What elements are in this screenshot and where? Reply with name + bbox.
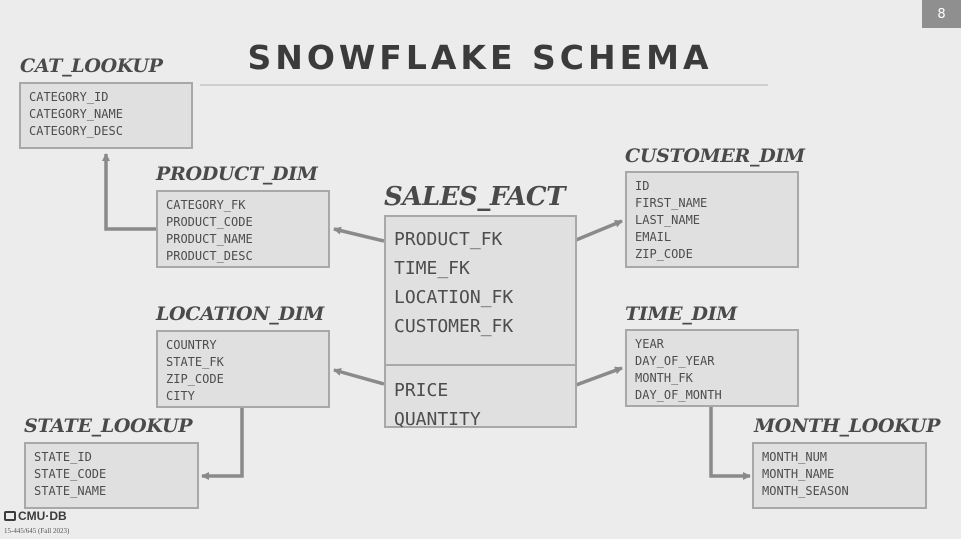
sales-fact-table: PRODUCT_FK TIME_FK LOCATION_FK CUSTOMER_…: [384, 215, 577, 430]
arrow-fact-to-product: [333, 226, 385, 243]
product-dim-table: CATEGORY_FK PRODUCT_CODE PRODUCT_NAME PR…: [156, 190, 330, 268]
customer-dim-title: CUSTOMER_DIM: [625, 145, 805, 167]
arrow-product-to-cat: [102, 153, 156, 231]
field: PRODUCT_CODE: [166, 215, 253, 229]
field: EMAIL: [635, 230, 672, 244]
database-icon: [4, 511, 16, 521]
arrow-location-to-state: [201, 408, 244, 480]
field: DAY_OF_MONTH: [635, 388, 722, 402]
fact-section-divider: [384, 364, 576, 366]
sales-fact-title: SALES_FACT: [384, 182, 565, 212]
field: LAST_NAME: [635, 213, 701, 227]
field: ZIP_CODE: [635, 247, 693, 261]
location-dim-title: LOCATION_DIM: [156, 303, 324, 325]
fact-key-field: PRODUCT_FK: [394, 229, 503, 250]
time-dim-table: YEAR DAY_OF_YEAR MONTH_FK DAY_OF_MONTH: [625, 329, 799, 407]
customer-dim-table: ID FIRST_NAME LAST_NAME EMAIL ZIP_CODE: [625, 171, 799, 268]
field: STATE_ID: [34, 450, 92, 464]
title-divider: [200, 84, 768, 86]
field: FIRST_NAME: [635, 196, 708, 210]
state-lookup-title: STATE_LOOKUP: [24, 415, 193, 437]
field: MONTH_NAME: [762, 467, 835, 481]
field: CATEGORY_ID: [29, 90, 109, 104]
field: PRODUCT_NAME: [166, 232, 253, 246]
field: MONTH_NUM: [762, 450, 828, 464]
field: STATE_NAME: [34, 484, 107, 498]
fact-key-field: TIME_FK: [394, 258, 470, 279]
state-lookup-table: STATE_ID STATE_CODE STATE_NAME: [24, 442, 199, 509]
month-lookup-title: MONTH_LOOKUP: [754, 415, 941, 437]
location-dim-table: COUNTRY STATE_FK ZIP_CODE CITY: [156, 330, 330, 408]
field: PRODUCT_DESC: [166, 249, 253, 263]
field: ID: [635, 179, 650, 193]
field: CATEGORY_DESC: [29, 124, 123, 138]
field: MONTH_FK: [635, 371, 693, 385]
field: STATE_FK: [166, 355, 224, 369]
field: ZIP_CODE: [166, 372, 224, 386]
slide-title: SNOWFLAKE SCHEMA: [247, 38, 713, 77]
fact-key-field: LOCATION_FK: [394, 287, 514, 308]
fact-key-field: CUSTOMER_FK: [394, 316, 514, 337]
field: YEAR: [635, 337, 664, 351]
cat-lookup-table: CATEGORY_ID CATEGORY_NAME CATEGORY_DESC: [19, 82, 193, 149]
field: MONTH_SEASON: [762, 484, 849, 498]
field: DAY_OF_YEAR: [635, 354, 715, 368]
product-dim-title: PRODUCT_DIM: [156, 163, 318, 185]
field: CATEGORY_NAME: [29, 107, 123, 121]
arrow-fact-to-location: [333, 368, 385, 386]
course-label: 15-445/645 (Fall 2023): [4, 527, 70, 535]
arrow-time-to-month: [709, 407, 751, 480]
month-lookup-table: MONTH_NUM MONTH_NAME MONTH_SEASON: [752, 442, 927, 509]
field: COUNTRY: [166, 338, 217, 352]
field: CATEGORY_FK: [166, 198, 246, 212]
arrow-fact-to-time: [575, 366, 623, 387]
slide-number: 8: [922, 0, 961, 28]
field: STATE_CODE: [34, 467, 107, 481]
time-dim-title: TIME_DIM: [625, 303, 738, 325]
logo-text: CMU·DB: [18, 509, 67, 523]
arrow-fact-to-customer: [575, 219, 623, 242]
fact-measure-field: QUANTITY: [394, 409, 481, 430]
cmu-db-logo: CMU·DB: [4, 509, 67, 523]
field: CITY: [166, 389, 195, 403]
cat-lookup-title: CAT_LOOKUP: [20, 55, 163, 77]
fact-measure-field: PRICE: [394, 380, 449, 401]
